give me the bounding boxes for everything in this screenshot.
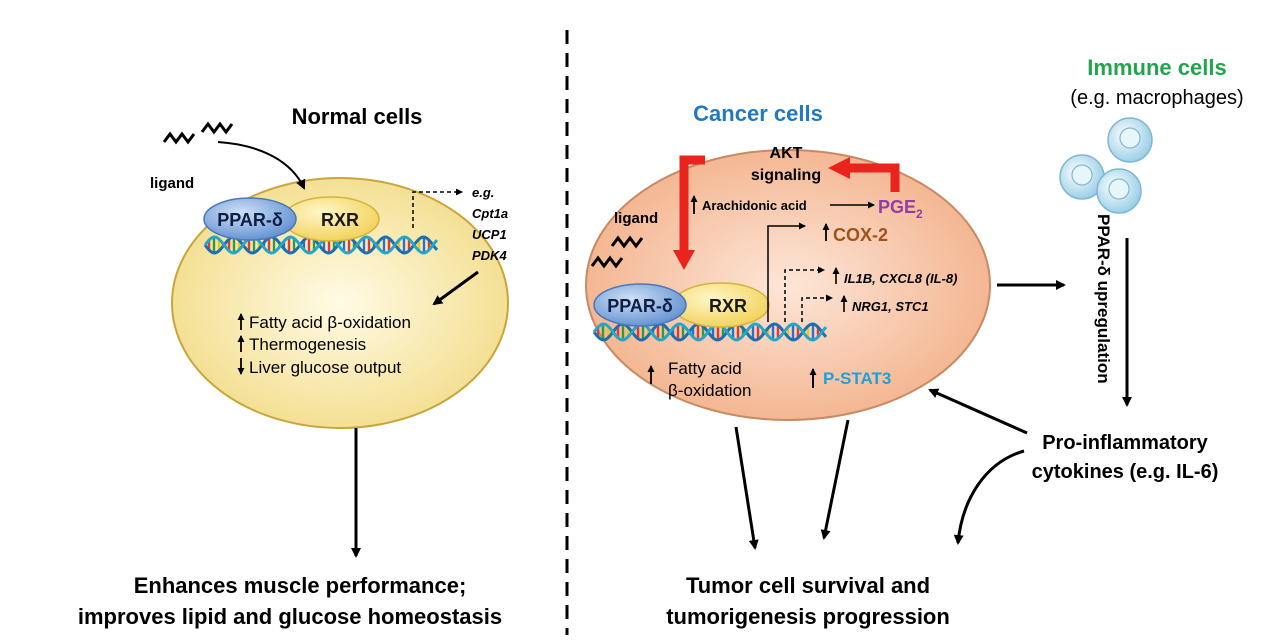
cancer-fatty-label: Fatty acid [668,359,742,378]
akt-label: AKT [770,145,803,162]
nrg1-transcription-arrow [801,294,833,322]
gene-label: Cpt1a [472,206,508,221]
normal-outcome-line1: Enhances muscle performance; [134,573,467,598]
pge-label: PGE2 [878,197,923,221]
progression-arrow [820,419,850,540]
cytokines-to-pstat3-arrow [928,388,1028,435]
gene-label: UCP1 [472,227,507,242]
ppar-delta-receptor [203,197,297,241]
dna-backbone [203,235,439,255]
effects-arrow [432,270,479,306]
cancer-cells-title: Cancer cells [693,101,823,126]
cytokines-line1: Pro-inflammatory [1042,432,1208,454]
akt-feedback-arrow [848,163,900,192]
cancer-ppar-delta-label: PPAR-δ [607,296,673,316]
cancer-outcome-line2: tumorigenesis progression [666,604,950,629]
effect-label: Fatty acid β-oxidation [249,313,411,332]
il1b-label: IL1B, CXCL8 (IL-8) [844,271,957,286]
cancer-ligand-icon [590,235,644,269]
gene-label: PDK4 [472,248,507,263]
transcription-arrow [412,188,463,228]
arachidonic-label: Arachidonic acid [702,198,807,213]
immune-cells-subtitle: (e.g. macrophages) [1070,87,1243,109]
il1b-transcription-arrow [784,266,825,322]
nrg1-label: NRG1, STC1 [852,299,929,314]
effect-label: Liver glucose output [249,358,401,377]
akt-down-arrow [679,155,705,252]
rxr-label: RXR [321,210,359,230]
akt-signaling-label: signaling [751,167,821,184]
ppar-delta-label: PPAR-δ [217,210,283,230]
immune-cells-title: Immune cells [1087,55,1226,80]
effect-label: Thermogenesis [249,335,366,354]
cox2-transcription-arrow [767,222,806,322]
dna-backbone [592,322,828,342]
pstat3-label: P-STAT3 [823,369,891,388]
cancer-ligand-label: ligand [614,210,658,227]
cytokines-line2: cytokines (e.g. IL-6) [1032,461,1219,483]
ligand-label: ligand [150,175,194,192]
macrophage-icon [1059,117,1153,214]
normal-outcome-line2: improves lipid and glucose homeostasis [78,604,502,629]
akt-down-arrowhead [673,250,695,270]
cancer-outcome-line1: Tumor cell survival and [686,573,930,598]
survival-arrow [734,426,759,550]
ligand-arrow [217,141,306,190]
cox2-label: COX-2 [833,225,888,245]
ppar-upregulation-label: PPAR-δ upregulation [1094,214,1113,384]
dna-helix [203,235,439,255]
normal-cells-title: Normal cells [292,104,423,129]
cancer-ppar-delta-receptor [593,283,687,327]
ligand-icon [162,121,234,145]
akt-arrowhead [828,157,850,179]
gene-label: e.g. [472,185,494,200]
cytokines-to-outcome-arrow [953,449,1025,545]
cancer-dna-helix [592,322,828,342]
cancer-rxr-label: RXR [709,296,747,316]
cancer-fatty-label2: β-oxidation [668,381,752,400]
